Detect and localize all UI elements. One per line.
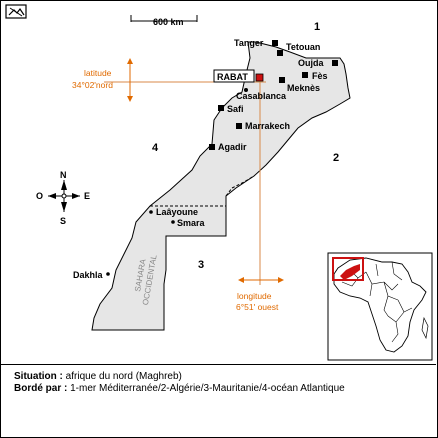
region-number-atlantic: 4	[152, 142, 159, 154]
city-marker-oujda	[332, 60, 338, 66]
city-marker-smara	[171, 220, 175, 224]
city-marker-meknes	[279, 77, 285, 83]
city-label-tanger: Tanger	[234, 38, 264, 48]
compass-west-label: O	[36, 191, 43, 201]
city-label-laayoune: Laâyoune	[156, 207, 198, 217]
city-label-smara: Smara	[177, 218, 206, 228]
compass-south-arrow-icon	[61, 202, 67, 212]
city-label-tetouan: Tetouan	[286, 42, 320, 52]
situation-value: afrique du nord (Maghreb)	[65, 371, 182, 382]
morocco-map: 600 km SAHARA OCCIDENTAL 1 2 3 4 latitud…	[36, 15, 433, 361]
info-panel: Situation : afrique du nord (Maghreb) Bo…	[0, 364, 436, 437]
city-label-casablanca: Casablanca	[236, 91, 287, 101]
city-marker-agadir	[209, 144, 215, 150]
city-label-safi: Safi	[227, 104, 244, 114]
city-label-agadir: Agadir	[218, 142, 247, 152]
city-marker-casablanca	[244, 88, 248, 92]
compass-west-arrow-icon	[48, 193, 56, 199]
longitude-label: longitude	[237, 291, 272, 301]
scale-label: 600 km	[153, 17, 184, 27]
scale-bar: 600 km	[130, 15, 198, 27]
map-picture-icon	[5, 4, 27, 19]
africa-inset-map	[327, 252, 433, 361]
compass-rose: N S O E	[36, 170, 90, 226]
capital-marker-rabat	[255, 73, 264, 82]
city-markers: Tanger Tetouan Oujda Fès Meknès RABAT Ca…	[73, 38, 338, 280]
capital-label-rabat: RABAT	[217, 72, 248, 82]
city-marker-tanger	[272, 40, 278, 46]
city-label-dakhla: Dakhla	[73, 270, 104, 280]
border-label: Bordé par :	[14, 383, 68, 394]
city-marker-tetouan	[277, 50, 283, 56]
compass-north-arrow-icon	[61, 180, 67, 190]
city-label-meknes: Meknès	[287, 83, 320, 93]
longitude-value: 6°51' ouest	[236, 302, 279, 312]
city-marker-fes	[302, 72, 308, 78]
region-number-mauritania: 3	[198, 259, 204, 271]
situation-line: Situation : afrique du nord (Maghreb)	[14, 371, 436, 383]
region-number-algeria: 2	[333, 152, 339, 164]
latitude-label: latitude	[84, 68, 112, 78]
city-marker-safi	[218, 105, 224, 111]
africa-continent-shape	[333, 257, 427, 353]
compass-north-label: N	[60, 170, 67, 180]
compass-east-arrow-icon	[72, 193, 80, 199]
latitude-value: 34°02'nord	[72, 80, 113, 90]
city-label-fes: Fès	[312, 71, 328, 81]
border-value: 1-mer Méditerranée/2-Algérie/3-Mauritani…	[70, 383, 345, 394]
city-marker-marrakech	[236, 123, 242, 129]
morocco-country-shape	[91, 41, 351, 331]
compass-south-label: S	[60, 216, 66, 226]
longitude-indicator: longitude 6°51' ouest	[236, 80, 284, 312]
inset-highlight-morocco	[332, 257, 364, 281]
city-marker-laayoune	[149, 210, 153, 214]
city-label-oujda: Oujda	[298, 58, 324, 68]
city-label-marrakech: Marrakech	[245, 121, 290, 131]
city-marker-dakhla	[106, 272, 110, 276]
compass-east-label: E	[84, 191, 90, 201]
region-number-mediterranean: 1	[314, 21, 320, 33]
capital-label-box	[213, 69, 255, 83]
border-line: Bordé par : 1-mer Méditerranée/2-Algérie…	[14, 383, 436, 395]
situation-label: Situation :	[14, 371, 63, 382]
